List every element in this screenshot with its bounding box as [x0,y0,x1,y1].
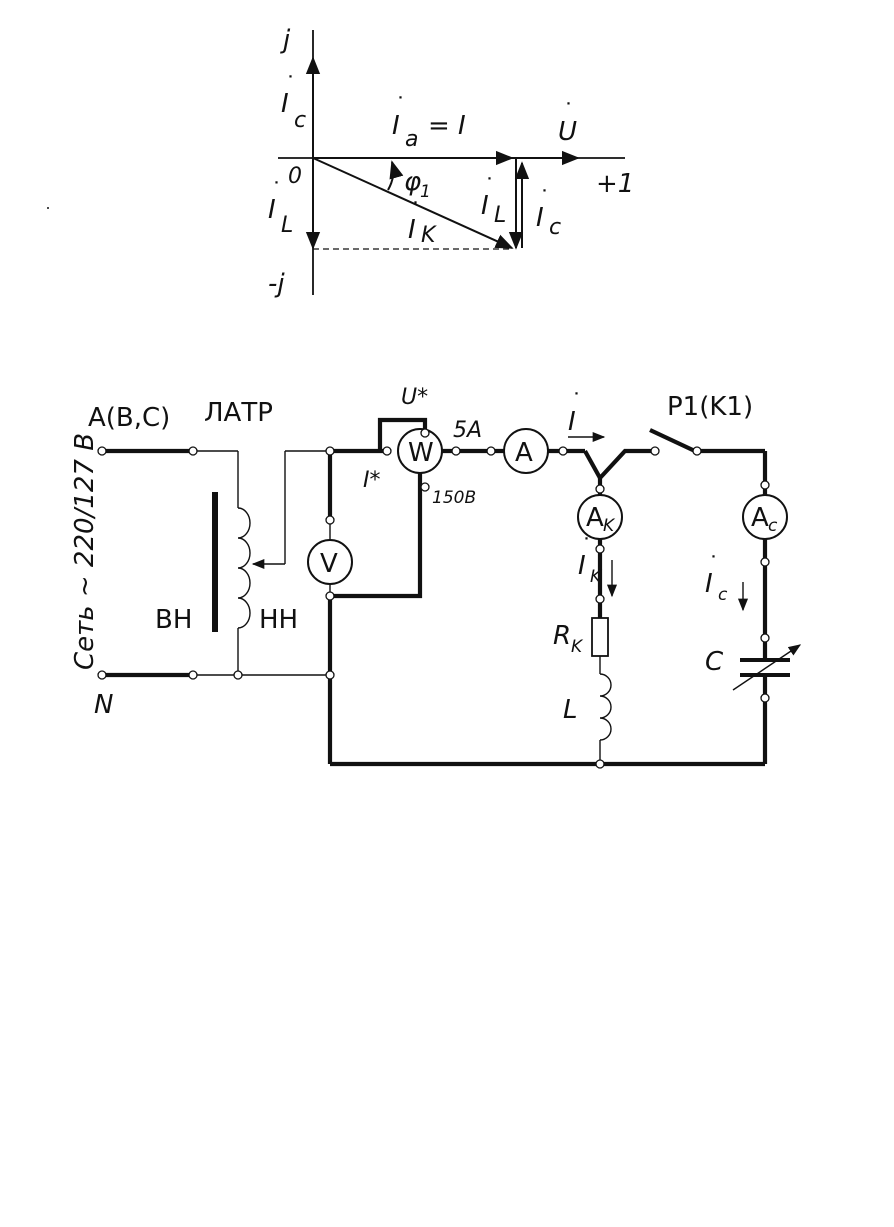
branch-junction [583,448,655,482]
capacitor-variable-arrow [732,644,802,691]
stray-dot [47,207,49,209]
inductor [599,673,612,741]
il-axis-label: I [268,195,276,225]
u-star-label: U* [401,385,428,410]
il-axis-dot: ˙ [271,179,282,204]
wattmeter-voltage-return [330,473,423,599]
resistor-sub: K [571,637,584,657]
phasor-diagram: j -j +1 0 I c ˙ I a = I ˙ U ˙ φ 1 I L ˙ … [268,25,634,299]
terminal [420,428,430,438]
resistor [591,617,609,657]
terminal [188,446,198,456]
current-ik-dot: ˙ [581,535,592,560]
ik-vector [312,157,514,249]
terminal [595,594,605,604]
terminal [382,446,392,456]
ia-sub: a [405,127,418,152]
origin-label: 0 [288,164,302,189]
terminal [97,670,107,680]
terminal [595,484,605,494]
il-right-dot: ˙ [484,175,495,200]
terminal [595,544,605,554]
phi-arc [387,160,404,191]
ammeter-c-sub: c [768,516,778,536]
current-i-label: I [568,407,576,437]
terminal [760,480,770,490]
current-ic-dot: ˙ [708,553,719,578]
ic-right-sub: c [549,215,561,240]
u-dot: ˙ [563,100,574,125]
u-label: U [558,117,577,147]
current-range-label: 5А [453,418,482,443]
terminal [760,693,770,703]
resistor-label: R [553,621,571,651]
terminal [760,633,770,643]
il-right-sub: L [494,203,506,228]
terminals [97,428,770,769]
lv-winding-label: НН [259,605,298,635]
ammeter-k-label: A [586,503,604,533]
inductor-label: L [563,695,578,725]
current-ik-sub: K [590,567,603,587]
terminal [420,482,430,492]
ammeter-label: A [515,438,533,468]
switch-blade [649,428,698,454]
neutral-label: N [94,690,113,720]
ia-dot: ˙ [395,94,406,119]
hv-winding-label: ВН [155,605,192,635]
ic-axis-sub: c [294,108,306,133]
latr-label: ЛАТР [204,398,273,428]
ic-axis-dot: ˙ [285,73,296,98]
terminal [486,446,496,456]
terminal [325,591,335,601]
terminal [233,670,243,680]
terminal [451,446,461,456]
phi-label: φ [404,167,421,197]
terminal [325,446,335,456]
il-right-label: I [481,191,489,221]
i-star-label: I* [363,468,381,493]
axis-real-label: +1 [596,169,634,199]
axis-j-label: j [280,25,291,55]
terminal [650,446,660,456]
circuit-diagram: V W A I ˙ A K I K ˙ R [70,385,802,769]
terminal [325,515,335,525]
current-i-dot: ˙ [571,390,582,415]
ammeter-c-label: A [751,503,769,533]
terminal [558,446,568,456]
voltage-range-label: 150В [432,488,476,508]
ik-label: I [408,215,416,245]
il-axis-sub: L [281,213,293,238]
network-label: Сеть ~ 220/127 В [70,433,100,670]
terminal [692,446,702,456]
ic-right-label: I [536,203,544,233]
supply-label: A(B,C) [88,403,170,433]
current-ik-label: I [578,551,586,581]
axis-minus-j-label: -j [268,269,285,299]
terminal [760,557,770,567]
ik-sub: K [421,223,437,248]
terminal [595,759,605,769]
ammeter-k-sub: K [603,516,616,536]
terminal [188,670,198,680]
wattmeter-label: W [408,438,434,468]
latr-coil [237,507,251,629]
current-ic-sub: c [718,585,728,605]
voltmeter-label: V [320,549,338,579]
ik-dot: ˙ [410,199,421,224]
wattmeter-u-link [377,417,428,451]
terminal [97,446,107,456]
ia-label: I [392,111,400,141]
phi-sub: 1 [420,182,431,202]
ic-axis-label: I [281,89,289,119]
current-ic-label: I [705,569,713,599]
ia-eq: = I [428,111,466,141]
terminal [325,670,335,680]
capacitor-label: C [705,647,724,677]
switch-label: P1(K1) [667,392,753,422]
ic-right-dot: ˙ [539,187,550,212]
